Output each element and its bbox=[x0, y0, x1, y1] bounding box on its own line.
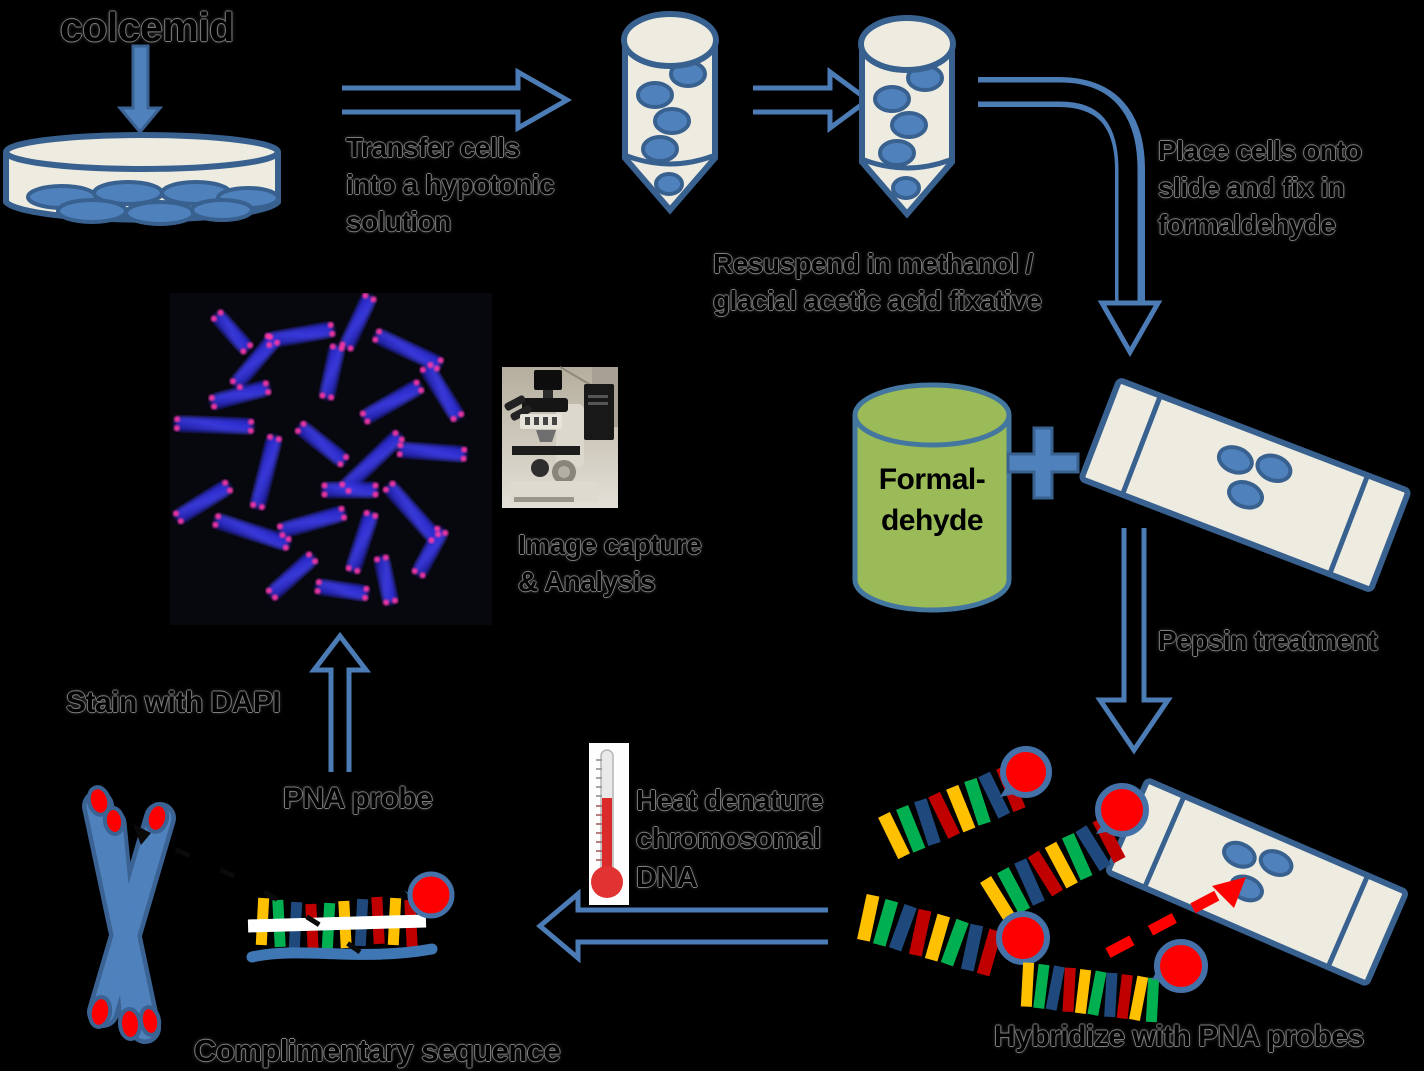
red-fluorophore-icon bbox=[1154, 939, 1208, 993]
right-arrow-icon bbox=[753, 67, 873, 133]
red-fluorophore-icon bbox=[407, 871, 455, 919]
label-pepsin: Pepsin treatment bbox=[1158, 625, 1378, 656]
label-formaldehyde: Formal- dehyde bbox=[878, 463, 986, 537]
formaldehyde-cylinder-icon bbox=[852, 382, 1012, 613]
black-dashed-arrow-icon bbox=[133, 824, 362, 955]
pna-probe-strip-icon bbox=[1020, 939, 1208, 1023]
label-stain-dapi: Stain with DAPI bbox=[66, 686, 281, 719]
thermometer-icon bbox=[589, 743, 629, 905]
label-place-cells: Place cells onto slide and fix in formal… bbox=[1158, 135, 1362, 240]
stain-up-arrow-icon bbox=[308, 631, 372, 772]
microscope-icon bbox=[502, 366, 618, 508]
label-hybridize: Hybridize with PNA probes bbox=[994, 1020, 1364, 1053]
curved-arrow-icon bbox=[976, 77, 1163, 358]
label-transfer-cells: Transfer cells into a hypotonic solution bbox=[346, 132, 555, 237]
red-dashed-arrow-icon bbox=[1105, 877, 1246, 958]
left-arrow-icon bbox=[536, 888, 828, 964]
label-image-capture: Image capture & Analysis bbox=[518, 529, 702, 597]
centrifuge-tube-icon bbox=[621, 11, 719, 215]
petri-dish-icon bbox=[3, 132, 281, 226]
label-resuspend: Resuspend in methanol / glacial acetic a… bbox=[713, 248, 1042, 316]
label-complimentary-sequence: Complimentary sequence bbox=[194, 1033, 561, 1068]
pna-probe-strip-icon bbox=[878, 746, 1052, 860]
plus-icon bbox=[1006, 426, 1080, 500]
pna-probe-strip-icon bbox=[857, 893, 1050, 977]
microscope-slide-icon bbox=[1105, 778, 1409, 986]
chromosome-icon bbox=[82, 785, 176, 1044]
right-arrow-icon bbox=[342, 67, 573, 133]
down-arrow-icon bbox=[116, 44, 164, 135]
red-fluorophore-icon bbox=[1095, 783, 1149, 837]
microscope-slide-icon bbox=[1079, 378, 1411, 592]
red-fluorophore-icon bbox=[1000, 746, 1052, 798]
red-fluorophore-icon bbox=[996, 911, 1050, 965]
pepsin-down-arrow-icon bbox=[1095, 528, 1173, 755]
dapi-metaphase-image bbox=[170, 293, 492, 625]
label-pna-probe: PNA probe bbox=[283, 782, 433, 815]
pna-probe-strip-icon bbox=[980, 783, 1149, 922]
centrifuge-tube-icon bbox=[858, 15, 956, 219]
label-colcemid: colcemid bbox=[60, 4, 234, 50]
label-heat-denature: Heat denature chromosomal DNA bbox=[636, 785, 823, 894]
